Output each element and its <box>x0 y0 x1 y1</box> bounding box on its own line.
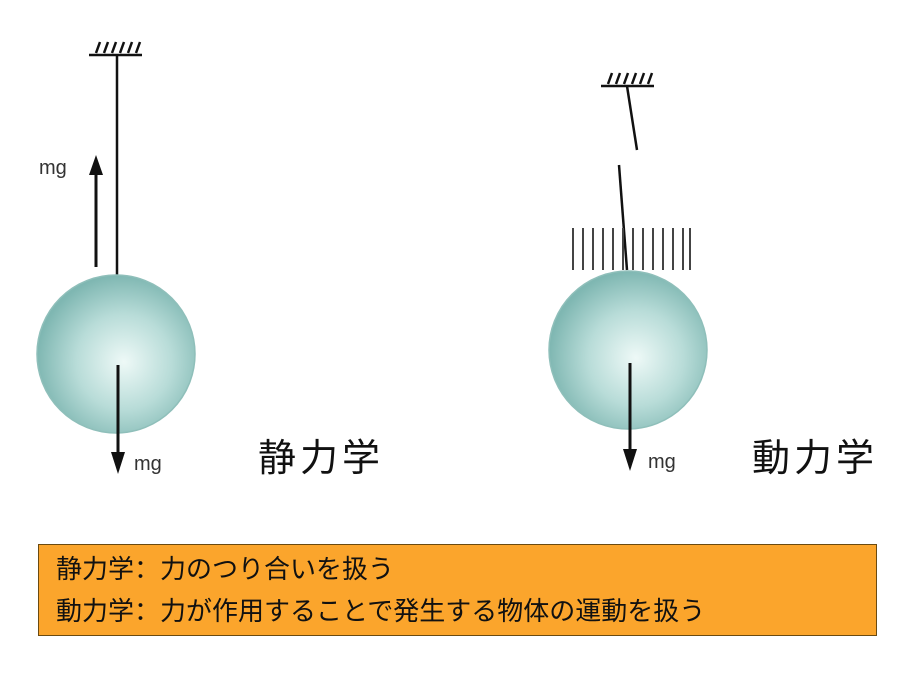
statics-ball <box>36 274 196 434</box>
statics-title: 静力学 <box>258 436 384 480</box>
dynamics-motion-lines <box>572 228 691 270</box>
summary-statics-line: 静力学：力のつり合いを扱う <box>56 555 395 585</box>
dynamics-panel: mg 動力学 <box>548 72 878 480</box>
dynamics-ball <box>548 270 708 430</box>
statics-force-up-label: mg <box>39 157 67 179</box>
statics-force-down-label: mg <box>134 453 162 475</box>
statics-panel: mg mg 静力学 <box>36 41 384 480</box>
dynamics-force-down-label: mg <box>648 451 676 473</box>
summary-box: 静力学：力のつり合いを扱う 動力学：力が作用することで発生する物体の運動を扱う <box>38 544 877 636</box>
summary-dynamics-line: 動力学：力が作用することで発生する物体の運動を扱う <box>56 597 706 627</box>
mechanics-diagram: mg mg 静力学 <box>36 41 878 480</box>
statics-gravity-arrow <box>111 365 125 474</box>
dynamics-gravity-arrow <box>623 363 637 471</box>
dynamics-ceiling-hatch <box>601 72 654 88</box>
dynamics-title: 動力学 <box>752 436 878 480</box>
dynamics-broken-string <box>617 85 639 271</box>
statics-tension-arrow <box>89 155 103 267</box>
statics-ceiling-hatch <box>89 41 142 57</box>
